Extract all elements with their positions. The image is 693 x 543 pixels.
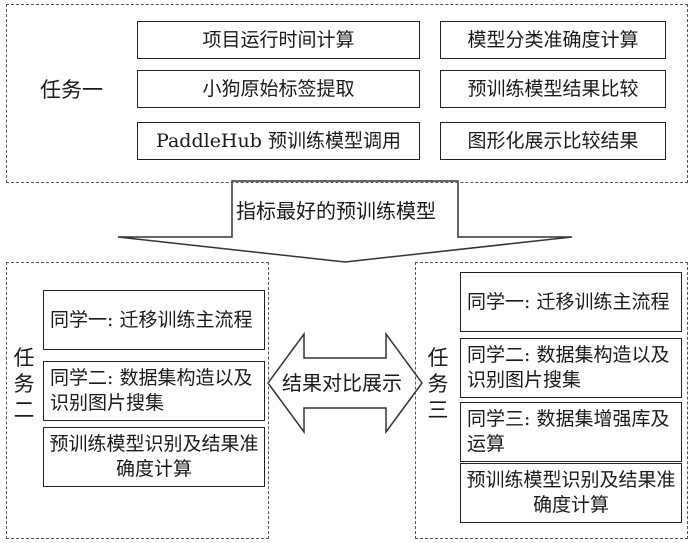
- task1-box-runtime: 项目运行时间计算: [137, 21, 420, 59]
- task1-box-visualize: 图形化展示比较结果: [440, 122, 666, 160]
- task1-label: 任务一: [40, 78, 103, 102]
- task3-box-student2: 同学二: 数据集构造以及识别图片搜集: [460, 338, 682, 398]
- compare-arrow-label: 结果对比展示: [282, 371, 402, 395]
- task3-container: [415, 262, 688, 539]
- double-arrow: [267, 331, 423, 435]
- task1-container: [6, 4, 688, 183]
- task2-label: 任务二: [13, 346, 35, 422]
- down-arrow-label: 指标最好的预训练模型: [236, 199, 436, 223]
- task1-box-compare: 预训练模型结果比较: [440, 70, 666, 108]
- down-arrow: [117, 180, 573, 263]
- task2-box-student2: 同学二: 数据集构造以及识别图片搜集: [43, 361, 265, 421]
- task3-box-student1: 同学一: 迁移训练主流程: [460, 272, 682, 332]
- task1-box-label-extract: 小狗原始标签提取: [137, 70, 420, 108]
- task3-label: 任务三: [427, 346, 449, 422]
- task2-box-pretrain: 预训练模型识别及结果准确度计算: [43, 427, 265, 487]
- task3-box-student3: 同学三: 数据集增强库及运算: [460, 402, 682, 462]
- task2-box-student1: 同学一: 迁移训练主流程: [43, 290, 265, 350]
- task3-box-pretrain: 预训练模型识别及结果准确度计算: [460, 463, 682, 523]
- task1-box-accuracy: 模型分类准确度计算: [440, 21, 666, 59]
- task2-container: [6, 262, 269, 539]
- task1-box-paddlehub: PaddleHub 预训练模型调用: [137, 122, 420, 160]
